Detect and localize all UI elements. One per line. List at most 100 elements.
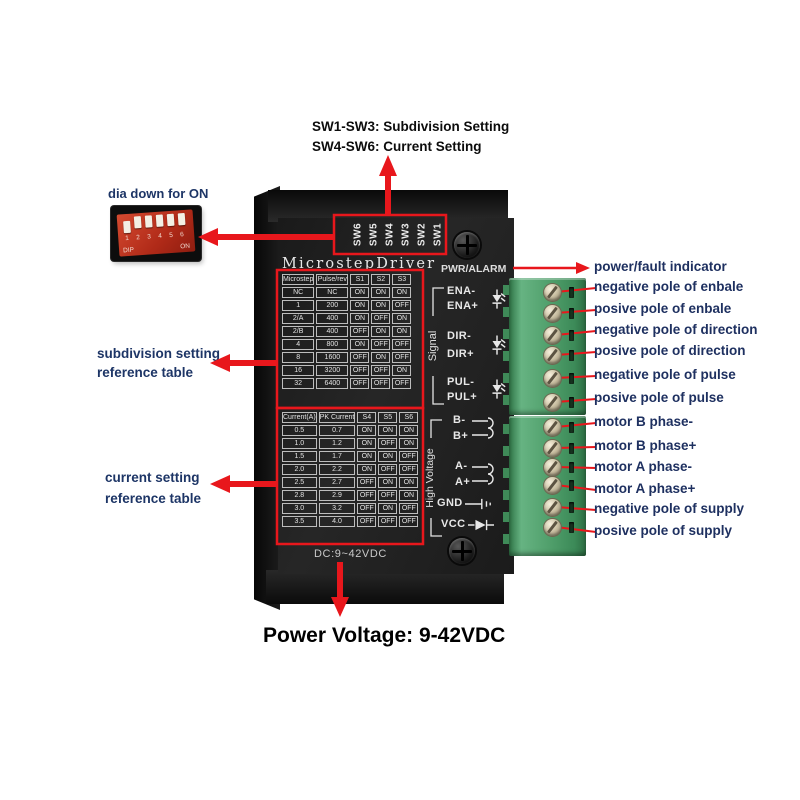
table-cell: ON (371, 287, 391, 298)
dip-switch-slider (123, 220, 131, 234)
dip-direction-note: dia down for ON (108, 186, 209, 201)
dip-on-text: ON (180, 242, 191, 251)
power-pin-label: B- (453, 414, 466, 426)
pwr-alarm-label: PWR/ALARM (441, 263, 507, 275)
table-cell: ON (357, 438, 377, 449)
terminal-screw-icon (544, 476, 561, 494)
terminal-screw-icon (544, 393, 561, 411)
table-header-cell: Current(A) (282, 412, 317, 423)
dc-voltage-label: DC:9~42VDC (314, 548, 387, 560)
table-cell: 3.2 (318, 503, 356, 514)
table-cell: ON (350, 313, 370, 324)
dip-switch-slider (144, 215, 153, 228)
table-cell: 1.2 (318, 438, 356, 449)
terminal-label: posive pole of direction (594, 343, 746, 358)
table-cell: 3.5 (282, 516, 317, 527)
terminal-plug-tabs (503, 424, 510, 550)
table-cell: ON (392, 326, 412, 337)
motor-coil-icon (472, 417, 494, 439)
table-cell: ON (378, 451, 398, 462)
dip-switch-number: 5 (168, 231, 174, 240)
terminal-slot (569, 521, 574, 533)
sw-label: SW6 (352, 222, 364, 247)
terminal-slot (569, 421, 574, 433)
terminal-label: motor A phase+ (594, 481, 696, 496)
table-cell: 800 (316, 339, 349, 350)
optocoupler-led-icon (492, 335, 506, 355)
signal-section-label: Signal (427, 330, 439, 362)
terminal-screw-icon (544, 458, 561, 476)
terminal-label: negative pole of direction (594, 322, 758, 337)
table-cell: 2/A (282, 313, 315, 324)
table-header-cell: Microstep (282, 274, 315, 285)
table-cell: ON (371, 300, 391, 311)
table-cell: ON (399, 477, 419, 488)
table-header-cell: Pulse/rev (316, 274, 349, 285)
dip-switch-slider (177, 212, 186, 226)
table-cell: OFF (371, 378, 391, 389)
signal-pin-label: PUL- (447, 376, 475, 388)
terminal-screw-icon (544, 326, 561, 344)
table-cell: 2.9 (318, 490, 356, 501)
table-cell: OFF (350, 365, 370, 376)
dip-switch-number: 3 (147, 233, 152, 241)
sw-label: SW1 (432, 222, 444, 247)
table-cell: 2.0 (282, 464, 317, 475)
table-cell: OFF (392, 339, 412, 350)
signal-pin-label: DIR+ (447, 348, 474, 360)
signal-pin-label: ENA- (447, 285, 476, 297)
terminal-label: negative pole of pulse (594, 367, 736, 382)
table-cell: OFF (357, 477, 377, 488)
terminal-slot (569, 307, 574, 319)
power-voltage-note: Power Voltage: 9-42VDC (263, 624, 506, 647)
dip-text: DIP (122, 246, 135, 255)
terminal-label: negative pole of enbale (594, 279, 744, 294)
terminal-slot (569, 461, 574, 473)
dip-switch-number: 2 (136, 234, 141, 242)
table-cell: 400 (316, 326, 349, 337)
table-cell: 2.7 (318, 477, 356, 488)
current-table-note-line1: current setting (105, 470, 200, 485)
motor-coil-icon (472, 463, 494, 485)
table-cell: ON (350, 339, 370, 350)
power-pin-label: A+ (455, 476, 471, 488)
table-cell: OFF (378, 490, 398, 501)
dip-switch-slider (133, 216, 142, 229)
terminal-plug-tabs (503, 285, 510, 409)
table-cell: ON (350, 300, 370, 311)
table-cell: 4 (282, 339, 315, 350)
ground-icon (465, 498, 491, 510)
mounting-flange (254, 186, 280, 610)
table-cell: 1.0 (282, 438, 317, 449)
table-cell: ON (357, 451, 377, 462)
table-cell: 2.2 (318, 464, 356, 475)
optocoupler-led-icon (492, 379, 506, 399)
table-cell: ON (357, 464, 377, 475)
power-pin-label: GND (437, 497, 463, 509)
table-cell: OFF (357, 490, 377, 501)
terminal-label: posive pole of enbale (594, 301, 732, 316)
signal-terminal-block (509, 278, 586, 415)
signal-pin-label: PUL+ (447, 391, 478, 403)
table-cell: ON (378, 503, 398, 514)
terminal-slot (569, 501, 574, 513)
diode-icon (468, 519, 494, 531)
table-header-cell: S5 (378, 412, 398, 423)
table-cell: ON (378, 477, 398, 488)
terminal-screw-icon (544, 369, 561, 387)
table-cell: OFF (350, 326, 370, 337)
terminal-screw-icon (544, 418, 561, 436)
terminal-slot (569, 479, 574, 491)
table-header-cell: S4 (357, 412, 377, 423)
table-cell: 16 (282, 365, 315, 376)
subdivision-table-note-line1: subdivision setting (97, 346, 221, 361)
table-cell: OFF (378, 438, 398, 449)
signal-pin-label: DIR- (447, 330, 472, 342)
signal-pin-label: ENA+ (447, 300, 479, 312)
power-pin-label: B+ (453, 430, 469, 442)
table-cell: 0.7 (318, 425, 356, 436)
table-cell: 2/B (282, 326, 315, 337)
